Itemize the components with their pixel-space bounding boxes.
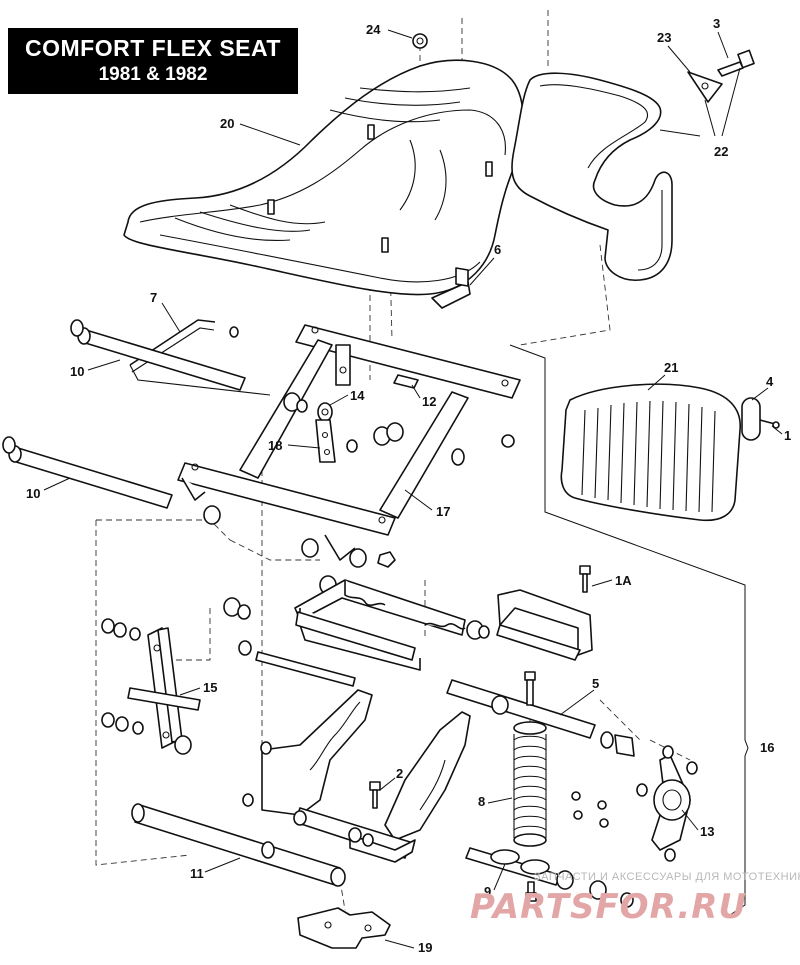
- nut-24: [412, 33, 428, 49]
- watermark-caption: ЗАПЧАСТИ И АКСЕССУАРЫ ДЛЯ МОТОТЕХНИКИ: [534, 871, 800, 883]
- plate-4: [741, 397, 761, 441]
- callout-16: 16: [760, 740, 774, 755]
- callout-14: 14: [350, 388, 365, 403]
- bracket-23: [687, 71, 723, 103]
- clip-14: [317, 402, 333, 422]
- retainer-9: [465, 847, 634, 908]
- bolt-2: [369, 781, 381, 809]
- shaft-5: [446, 671, 635, 757]
- frame-bushings: [203, 326, 515, 595]
- callout-15: 15: [203, 680, 217, 695]
- callout-labels: 24 3 23 20 22 6 7 10 14 12 21 4 1 18 10 …: [26, 16, 791, 955]
- callout-20: 20: [220, 116, 234, 131]
- callout-18: 18: [268, 438, 282, 453]
- spring-8: [513, 721, 547, 847]
- bracket-16: [509, 344, 749, 916]
- callout-1: 1: [784, 428, 791, 443]
- callout-10-upper: 10: [70, 364, 84, 379]
- callout-17: 17: [436, 504, 450, 519]
- seat-cushion: [123, 59, 525, 296]
- passenger-grab-rail: [511, 72, 673, 281]
- callout-4: 4: [766, 374, 774, 389]
- seat-frame-17: [177, 324, 521, 561]
- callout-3: 3: [713, 16, 720, 31]
- callout-6: 6: [494, 242, 501, 257]
- leader-lines: [43, 29, 783, 949]
- bolt-1a: [579, 565, 591, 593]
- callout-12: 12: [422, 394, 436, 409]
- link-18: [315, 419, 336, 463]
- pivot-plate-13: [636, 745, 698, 862]
- plate-19: [297, 907, 391, 949]
- callout-13: 13: [700, 824, 714, 839]
- diagram-subtitle: 1981 & 1982: [98, 64, 208, 85]
- diagram-title-box: COMFORT FLEX SEAT 1981 & 1982: [8, 28, 298, 94]
- tag-12: [393, 374, 419, 389]
- diagram-title: COMFORT FLEX SEAT: [25, 35, 281, 61]
- watermark: ЗАПЧАСТИ И АКСЕССУАРЫ ДЛЯ МОТОТЕХНИКИ PA…: [470, 871, 800, 927]
- mount-bracket: [496, 589, 593, 661]
- callout-23: 23: [657, 30, 671, 45]
- link-plates-15: [101, 618, 252, 755]
- watermark-logo: PARTSFOR.RU: [470, 887, 747, 927]
- lower-tube-11: [131, 803, 346, 887]
- rod-10-lower: [2, 436, 173, 509]
- callout-10-lower: 10: [26, 486, 40, 501]
- callout-24: 24: [366, 22, 381, 37]
- small-nuts: [571, 791, 609, 828]
- callout-19: 19: [418, 940, 432, 955]
- callout-22: 22: [714, 144, 728, 159]
- rod-10-upper: [70, 319, 246, 391]
- lower-arm-assembly: [242, 689, 471, 863]
- callout-8: 8: [478, 794, 485, 809]
- callout-11: 11: [190, 866, 204, 881]
- callout-9: 9: [484, 884, 491, 899]
- callout-1a: 1A: [615, 573, 632, 588]
- backrest-pad-21: [560, 383, 741, 522]
- callout-7: 7: [150, 290, 157, 305]
- pivot-pin: [255, 651, 356, 687]
- bracket-6: [431, 267, 471, 309]
- screw-1: [759, 419, 780, 429]
- bolt-3: [717, 49, 755, 77]
- lower-slide-frame: [223, 579, 490, 671]
- callout-21: 21: [664, 360, 678, 375]
- callout-5: 5: [592, 676, 599, 691]
- callout-2: 2: [396, 766, 403, 781]
